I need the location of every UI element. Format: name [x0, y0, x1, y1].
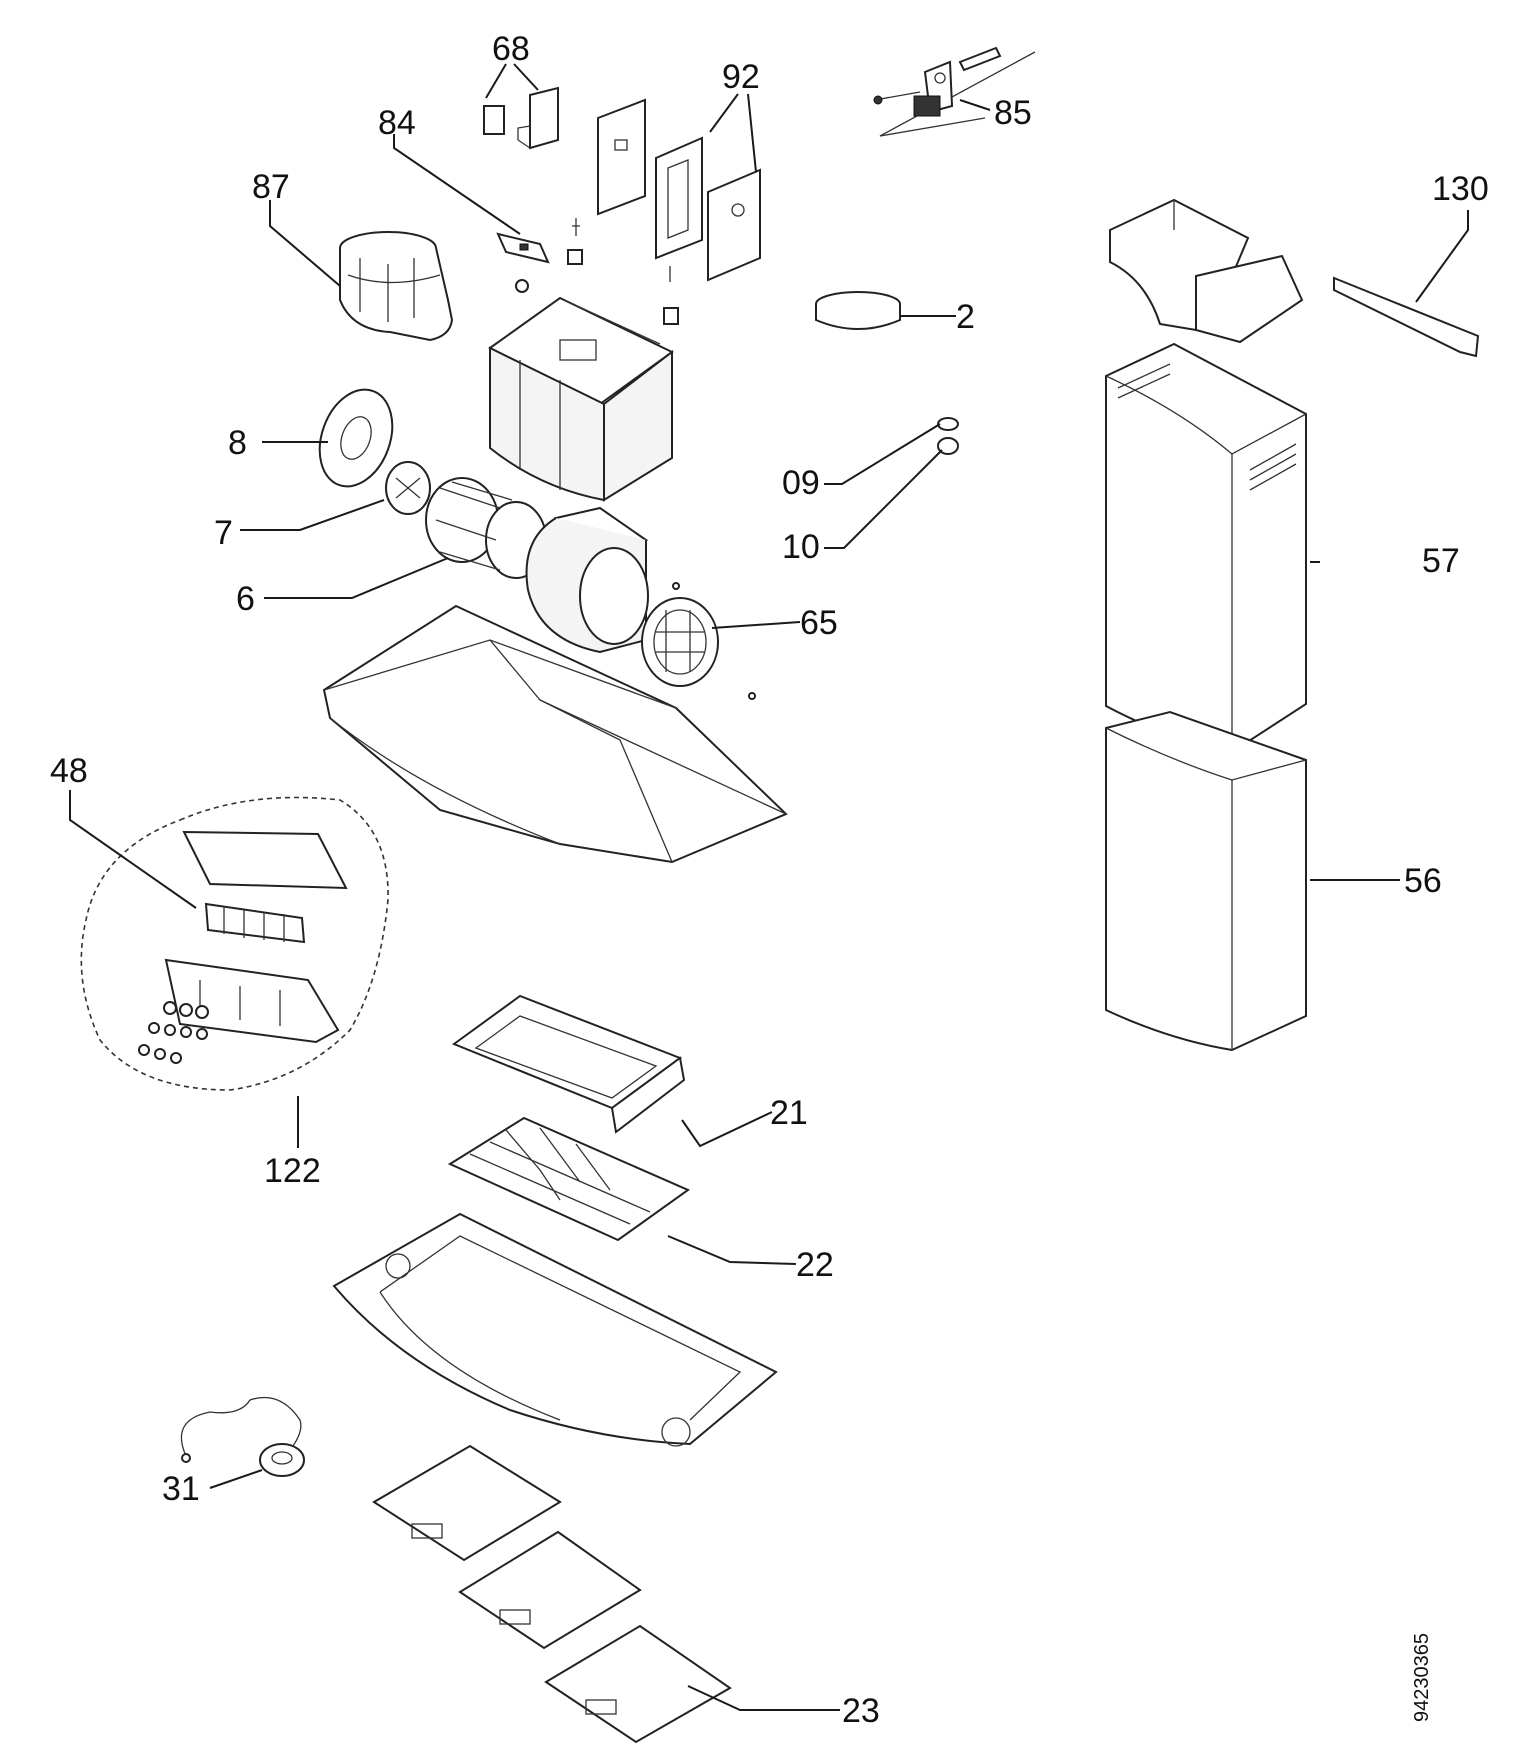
part-84-terminal — [496, 218, 679, 325]
callout-92: 92 — [722, 58, 760, 96]
callout-87: 87 — [252, 168, 290, 206]
part-87-air-outlet — [339, 231, 454, 342]
part-130-bracket — [1333, 276, 1480, 358]
callout-57: 57 — [1422, 542, 1460, 580]
callout-31: 31 — [162, 1470, 200, 1508]
duct-connector — [1109, 198, 1304, 344]
part-56-lower-chimney — [1105, 710, 1307, 1052]
blower-housing — [525, 506, 649, 654]
part-92-covers — [597, 98, 761, 282]
part-2-ring — [815, 291, 901, 330]
part-85-bracket — [873, 46, 1036, 137]
control-knobs — [138, 1001, 209, 1064]
part-48-switch-block — [204, 902, 306, 944]
part-31-lamp — [180, 1396, 305, 1477]
part-8-motor-plate — [318, 388, 394, 488]
callout-21: 21 — [770, 1094, 808, 1132]
part-7-motor — [385, 461, 431, 515]
part-21-tray — [451, 994, 686, 1134]
callout-labels: 68 92 85 84 87 130 2 8 09 10 7 57 6 65 4… — [50, 30, 1489, 1730]
callout-22: 22 — [796, 1246, 834, 1284]
hood-canopy — [322, 604, 788, 864]
leader-lines — [69, 63, 1469, 1711]
callout-8: 8 — [228, 424, 247, 462]
motor-housing — [488, 296, 674, 502]
callout-65: 65 — [800, 604, 838, 642]
callout-09: 09 — [782, 464, 820, 502]
callout-84: 84 — [378, 104, 416, 142]
drawing-reference-number: 94230365 — [1411, 1633, 1433, 1722]
part-65-grille — [641, 582, 756, 700]
part-23-grease-filters — [372, 1444, 732, 1744]
callout-56: 56 — [1404, 862, 1442, 900]
callout-122: 122 — [264, 1152, 321, 1190]
callout-7: 7 — [214, 514, 233, 552]
callout-6: 6 — [236, 580, 255, 618]
hood-lower-panel — [332, 1212, 778, 1447]
part-57-upper-chimney — [1105, 342, 1307, 754]
part-09-10-grommets — [937, 417, 959, 455]
callout-48: 48 — [50, 752, 88, 790]
part-122-control-assembly — [80, 796, 389, 1091]
callout-10: 10 — [782, 528, 820, 566]
callout-130: 130 — [1432, 170, 1489, 208]
callout-2: 2 — [956, 298, 975, 336]
callout-23: 23 — [842, 1692, 880, 1730]
callout-85: 85 — [994, 94, 1032, 132]
callout-68: 68 — [492, 30, 530, 68]
part-22-carbon-filter — [447, 1116, 691, 1242]
part-68-clips — [483, 86, 559, 150]
